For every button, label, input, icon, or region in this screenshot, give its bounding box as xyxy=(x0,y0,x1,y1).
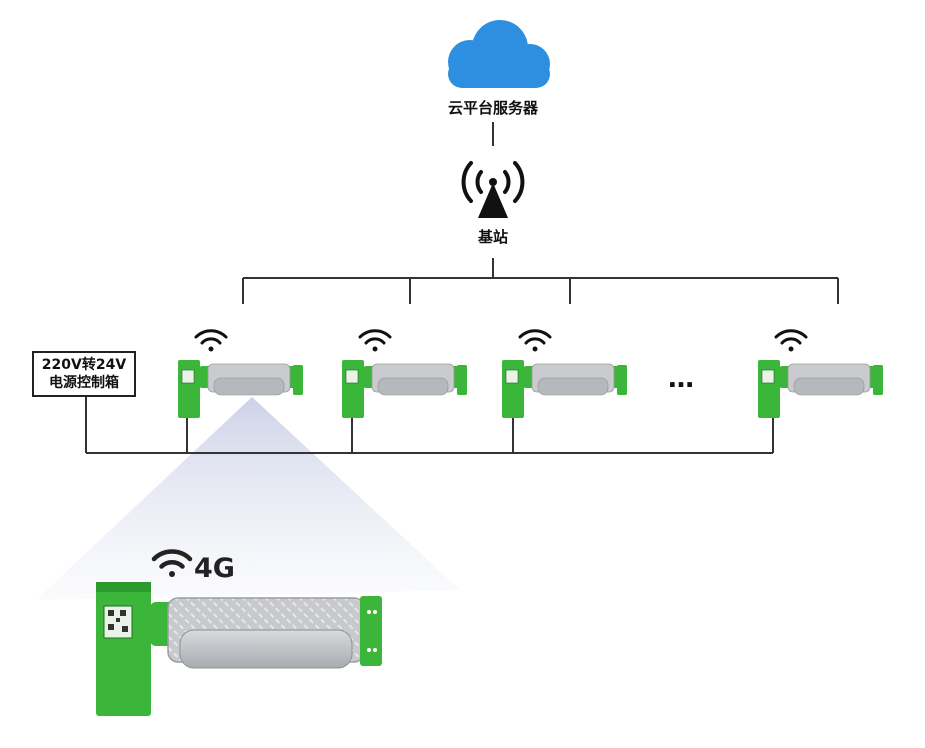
wifi-icon xyxy=(518,329,552,352)
cloud-icon xyxy=(448,20,550,88)
power-box-line1: 220V转24V xyxy=(41,357,127,373)
power-bus xyxy=(85,397,774,454)
wifi-icon xyxy=(358,329,392,352)
network-label: 4G xyxy=(194,553,235,584)
wifi-icon xyxy=(151,549,193,577)
street-lamp xyxy=(502,360,627,418)
station-label: 基站 xyxy=(477,228,508,246)
zoom-beam xyxy=(36,397,460,600)
power-box-line2: 电源控制箱 xyxy=(49,375,119,391)
street-lamp xyxy=(178,360,303,418)
radio-tower-icon xyxy=(461,161,525,218)
lamps-ellipsis: … xyxy=(668,364,696,394)
street-lamp xyxy=(342,360,467,418)
cloud-label: 云平台服务器 xyxy=(447,99,538,117)
top-drops xyxy=(242,278,839,304)
wifi-icon xyxy=(774,329,808,352)
street-lamp xyxy=(758,360,883,418)
power-control-box: 220V转24V 电源控制箱 xyxy=(32,351,136,397)
wifi-icon xyxy=(194,329,228,352)
detail-lamp xyxy=(96,582,382,716)
